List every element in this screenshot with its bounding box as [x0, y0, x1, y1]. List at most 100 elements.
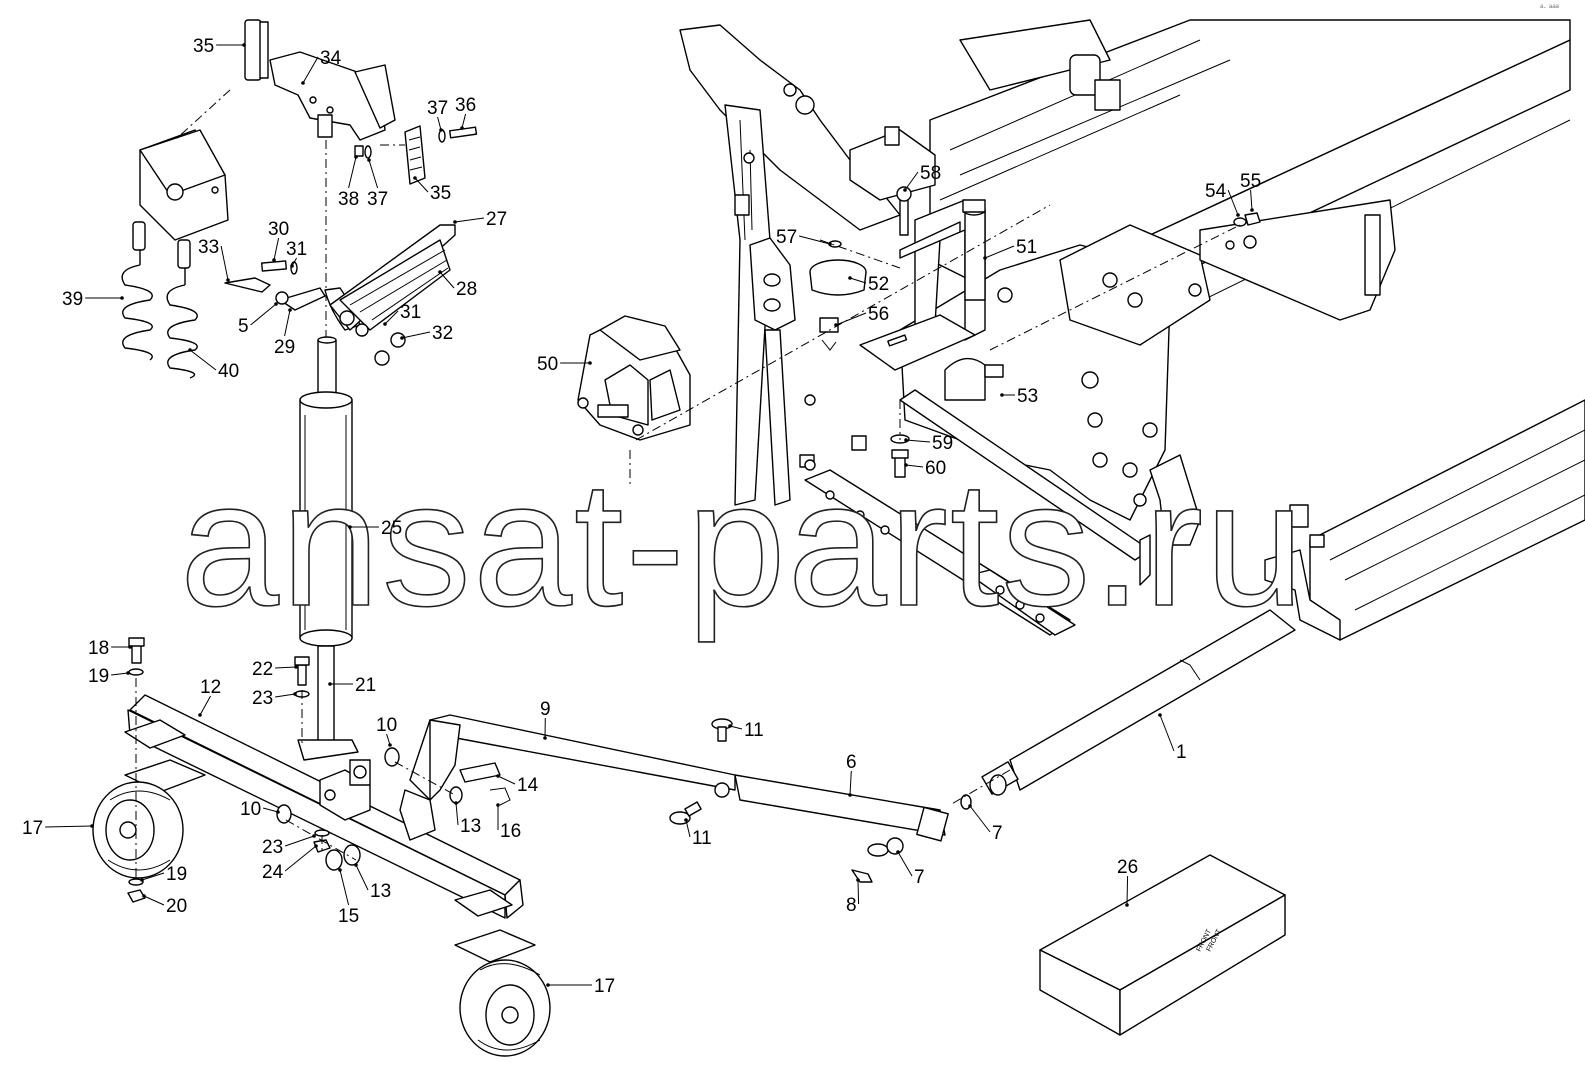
callout-leader-5 — [251, 304, 276, 325]
callout-dot-7 — [968, 804, 972, 808]
callout-dot-21 — [328, 682, 332, 686]
callout-label-13: 13 — [370, 881, 391, 902]
callout-dot-36 — [460, 126, 464, 130]
callout-label-35: 35 — [193, 36, 214, 57]
callout-label-22: 22 — [252, 659, 273, 680]
callout-leader-23 — [285, 836, 314, 846]
callout-leader-19 — [111, 673, 128, 675]
callout-dot-31 — [383, 322, 387, 326]
callout-leader-56 — [836, 313, 866, 325]
callout-dot-60 — [904, 463, 908, 467]
callout-label-18: 18 — [88, 638, 109, 659]
callout-label-58: 58 — [920, 163, 941, 184]
callout-dot-8 — [856, 878, 860, 882]
callout-label-26: 26 — [1117, 857, 1138, 878]
callout-label-30: 30 — [268, 219, 289, 240]
callout-leader-12 — [200, 696, 211, 715]
callout-label-10: 10 — [376, 715, 397, 736]
callout-label-1: 1 — [1176, 742, 1187, 763]
callout-label-57: 57 — [776, 227, 797, 248]
callout-dot-34 — [301, 81, 305, 85]
callout-dot-39 — [120, 296, 124, 300]
callout-label-59: 59 — [932, 433, 953, 454]
callout-label-38: 38 — [338, 189, 359, 210]
callout-label-23: 23 — [252, 688, 273, 709]
callout-dot-15 — [338, 868, 342, 872]
callout-label-10: 10 — [240, 799, 261, 820]
callout-dot-20 — [142, 894, 146, 898]
callout-dot-26 — [1125, 903, 1129, 907]
callout-dot-29 — [288, 308, 292, 312]
callout-leader-28 — [440, 272, 454, 288]
callout-label-16: 16 — [500, 821, 521, 842]
callout-label-6: 6 — [846, 752, 857, 773]
callout-leader-7 — [970, 806, 990, 832]
callout-dot-33 — [226, 278, 230, 282]
callout-leader-11 — [730, 726, 742, 729]
callout-label-31: 31 — [400, 302, 421, 323]
callout-leader-20 — [144, 896, 164, 905]
callout-dot-19 — [140, 878, 144, 882]
callout-dot-23 — [293, 692, 297, 696]
callout-dot-13 — [354, 863, 358, 867]
callout-dot-10 — [276, 810, 280, 814]
callout-dot-11 — [728, 724, 732, 728]
callout-label-40: 40 — [218, 361, 239, 382]
callout-label-7: 7 — [914, 867, 925, 888]
callout-label-11: 11 — [744, 720, 764, 741]
callout-label-28: 28 — [456, 279, 477, 300]
callout-dot-52 — [848, 276, 852, 280]
callout-leader-10 — [263, 808, 278, 812]
callout-leader-13 — [456, 803, 458, 825]
callout-dot-37 — [439, 128, 443, 132]
callout-label-19: 19 — [166, 864, 187, 885]
callout-leader-38 — [349, 157, 356, 188]
callout-dot-28 — [438, 270, 442, 274]
callout-label-14: 14 — [517, 775, 539, 796]
callout-dot-6 — [848, 793, 852, 797]
callout-leader-7 — [898, 852, 912, 876]
corner-mark: ᵃ· ᵃᵃᵃ — [1540, 2, 1560, 12]
callout-leader-15 — [340, 870, 349, 905]
callout-dot-1 — [1158, 713, 1162, 717]
warning-light-50 — [578, 316, 690, 440]
callout-label-60: 60 — [925, 458, 946, 479]
callout-leader-29 — [285, 310, 290, 336]
callout-label-53: 53 — [1017, 386, 1038, 407]
callout-leader-26 — [1127, 876, 1128, 905]
callout-label-13: 13 — [460, 816, 481, 837]
control-box-assembly — [122, 20, 476, 378]
callout-dot-40 — [188, 348, 192, 352]
callout-leader-8 — [858, 880, 859, 904]
callout-label-52: 52 — [868, 274, 889, 295]
callout-dot-14 — [496, 774, 500, 778]
callout-dot-57 — [828, 242, 832, 246]
callout-leader-13 — [356, 865, 368, 890]
callout-label-56: 56 — [868, 304, 889, 325]
callout-label-25: 25 — [381, 518, 402, 539]
callout-dot-38 — [354, 155, 358, 159]
callout-label-7: 7 — [992, 823, 1003, 844]
callout-leader-11 — [686, 820, 690, 837]
callout-dot-5 — [274, 302, 278, 306]
callout-dot-9 — [543, 736, 547, 740]
callout-leader-30 — [274, 238, 279, 260]
callout-leader-1 — [1160, 715, 1174, 751]
callout-leader-6 — [850, 771, 851, 795]
callout-dot-30 — [272, 258, 276, 262]
callout-label-34: 34 — [320, 48, 342, 69]
callout-dot-27 — [453, 220, 457, 224]
callout-dot-17 — [546, 983, 550, 987]
callout-dot-10 — [388, 743, 392, 747]
callout-leader-14 — [498, 776, 515, 784]
callout-label-31: 31 — [286, 239, 307, 260]
callout-label-33: 33 — [198, 237, 219, 258]
callout-label-54: 54 — [1205, 181, 1227, 202]
callout-label-51: 51 — [1016, 237, 1037, 258]
callout-leader-17 — [45, 826, 92, 827]
callout-label-29: 29 — [274, 337, 295, 358]
callout-label-21: 21 — [355, 675, 376, 696]
callout-dot-25 — [348, 525, 352, 529]
